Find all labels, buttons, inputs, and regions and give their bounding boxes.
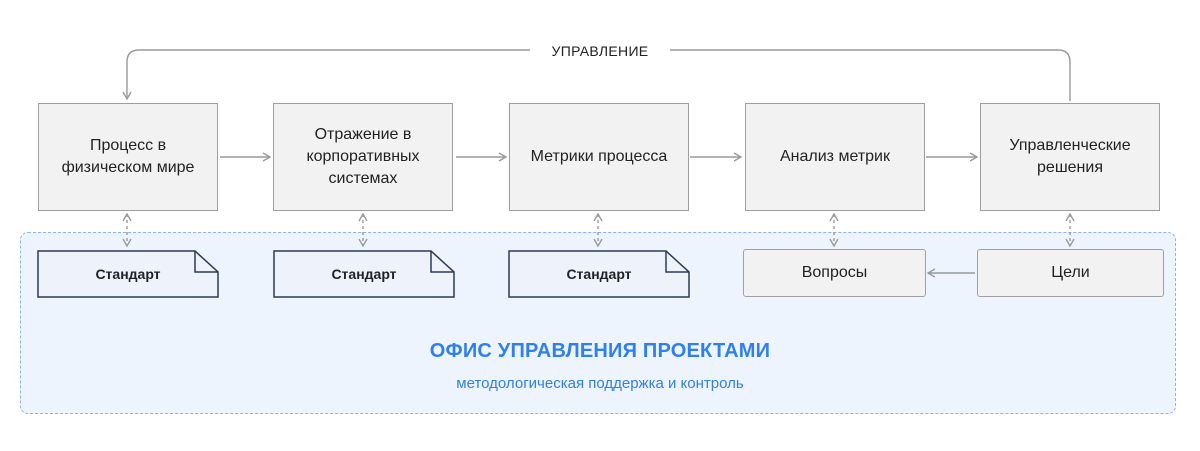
process-physical-world: Процесс в физическом мире [38, 103, 218, 211]
standard-doc-2: Стандарт [273, 250, 455, 298]
document-icon [37, 250, 219, 298]
pmo-subtitle: методологическая поддержка и контроль [456, 375, 744, 392]
document-icon [273, 250, 455, 298]
standard-label: Стандарт [95, 266, 161, 282]
goals-box: Цели [977, 249, 1164, 297]
document-icon [508, 250, 690, 298]
standard-label: Стандарт [566, 266, 632, 282]
standard-doc-3: Стандарт [508, 250, 690, 298]
standard-doc-1: Стандарт [37, 250, 219, 298]
process-metrics: Метрики процесса [509, 103, 689, 211]
standard-label: Стандарт [331, 266, 397, 282]
questions-box: Вопросы [743, 249, 926, 297]
process-metrics-analysis: Анализ метрик [745, 103, 925, 211]
pmo-title: ОФИС УПРАВЛЕНИЯ ПРОЕКТАМИ [429, 340, 771, 362]
process-corporate-systems: Отражение в корпоративных системах [273, 103, 453, 211]
loop-label: УПРАВЛЕНИЕ [530, 40, 670, 62]
process-management-decisions: Управленческие решения [980, 103, 1160, 211]
